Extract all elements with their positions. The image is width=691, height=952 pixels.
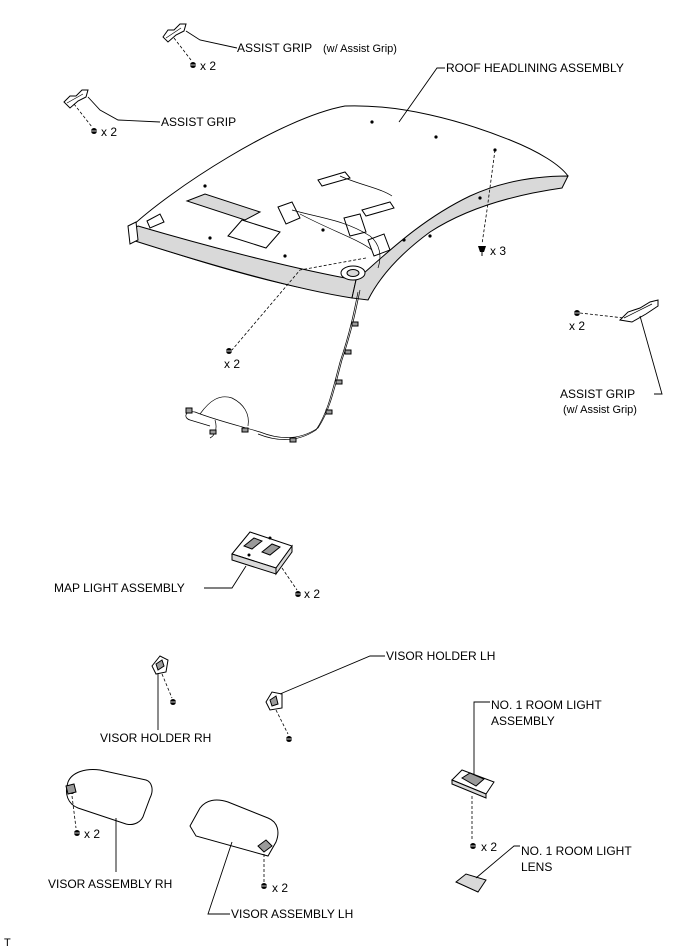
visor-rh-label: VISOR ASSEMBLY RH <box>48 877 172 891</box>
assist-grip-left-qty: x 2 <box>101 125 117 139</box>
assist-grip-right-note: (w/ Assist Grip) <box>563 404 637 416</box>
assist-grip-top-part <box>162 23 238 68</box>
room-light-lens-label-line1: NO. 1 ROOM LIGHT <box>521 844 632 858</box>
screw-icon <box>295 591 301 597</box>
map-light-label: MAP LIGHT ASSEMBLY <box>54 581 185 595</box>
screw-icon <box>190 62 196 68</box>
wire-harness-part <box>185 289 361 443</box>
visor-lh-qty: x 2 <box>272 881 288 895</box>
visor-rh-qty: x 2 <box>84 827 100 841</box>
screw-icon <box>286 736 292 742</box>
assist-grip-left-label: ASSIST GRIP <box>161 115 236 129</box>
room-light-part <box>451 701 495 849</box>
screw-icon <box>226 348 232 354</box>
assist-grip-top-qty: x 2 <box>200 59 216 73</box>
assist-grip-top-note: (w/ Assist Grip) <box>323 43 397 55</box>
clip-icon <box>478 246 486 256</box>
headlining-screws-qty: x 2 <box>224 357 240 371</box>
screw-icon <box>470 843 476 849</box>
roof-headlining-part <box>127 105 569 301</box>
screw-icon <box>261 883 267 889</box>
assist-grip-right-label: ASSIST GRIP <box>560 387 635 401</box>
roof-headlining-label: ROOF HEADLINING ASSEMBLY <box>446 61 624 75</box>
screw-icon <box>91 128 97 134</box>
room-light-label-line1: NO. 1 ROOM LIGHT <box>491 698 602 712</box>
room-light-label-line2: ASSEMBLY <box>491 714 555 728</box>
screw-icon <box>574 310 580 316</box>
assist-grip-right-qty: x 2 <box>569 319 585 333</box>
visor-lh-part <box>189 799 279 915</box>
visor-lh-label: VISOR ASSEMBLY LH <box>231 907 353 921</box>
screw-icon <box>74 830 80 836</box>
room-light-lens-part <box>455 845 520 893</box>
headlining-clips-qty: x 3 <box>490 244 506 258</box>
visor-rh-part <box>65 769 153 872</box>
visor-holder-rh-part <box>151 655 176 730</box>
corner-mark: T <box>4 937 11 949</box>
visor-holder-rh-label: VISOR HOLDER RH <box>100 731 211 745</box>
map-light-qty: x 2 <box>304 587 320 601</box>
assist-grip-top-label: ASSIST GRIP <box>237 41 312 55</box>
assist-grip-left-part <box>63 89 161 134</box>
visor-holder-lh-label: VISOR HOLDER LH <box>386 649 495 663</box>
assist-grip-right-part <box>574 299 663 395</box>
room-light-qty: x 2 <box>481 840 497 854</box>
screw-icon <box>170 699 176 705</box>
map-light-part <box>204 531 301 597</box>
visor-holder-lh-part <box>265 655 385 742</box>
room-light-lens-label-line2: LENS <box>521 860 552 874</box>
